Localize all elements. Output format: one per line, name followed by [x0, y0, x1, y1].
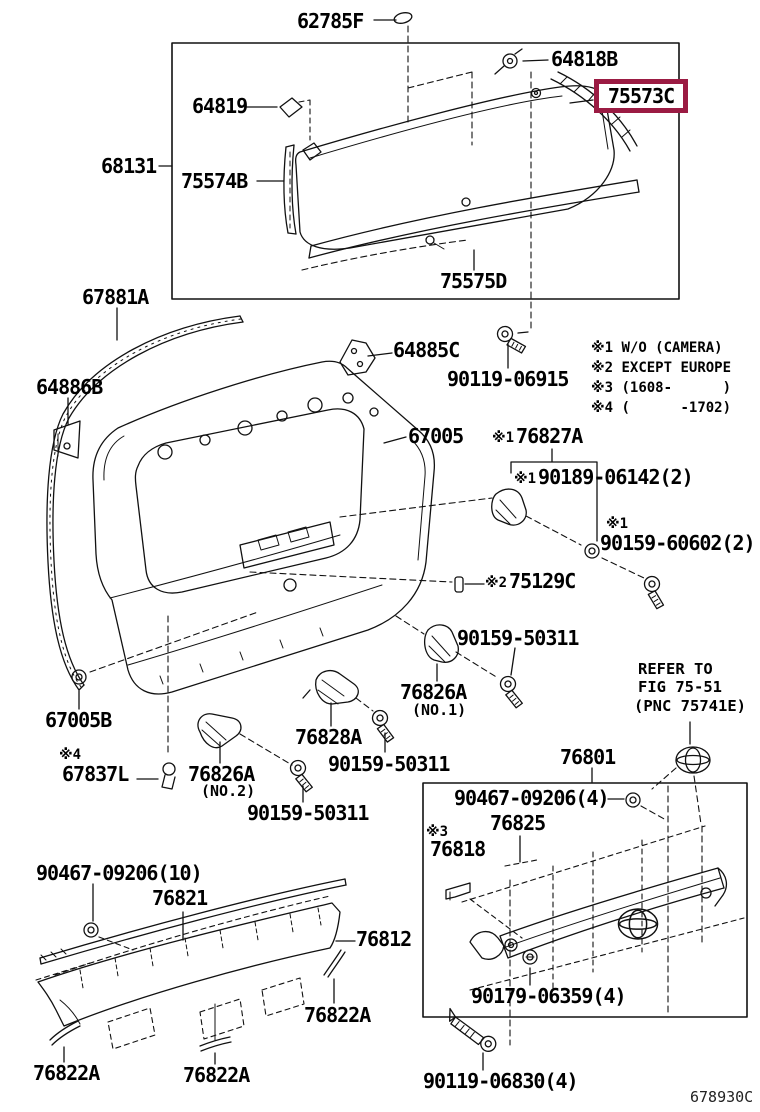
- part-label-90159-60602[interactable]: 90159-60602(2): [600, 531, 756, 555]
- part-label-76822a-left[interactable]: 76822A: [33, 1061, 100, 1085]
- part-label-90179-06359[interactable]: 90179-06359(4): [471, 984, 627, 1008]
- part-label-76828a[interactable]: 76828A: [295, 725, 362, 749]
- bolt-90159-50311-icon: [492, 673, 532, 710]
- window-assembly-box-art: [158, 12, 680, 369]
- left-lower-parts-art: [71, 611, 404, 803]
- part-sublabel-no1: (NO.1): [412, 701, 467, 719]
- hinge-76827a-art: [339, 448, 675, 612]
- strip-76822a-left-icon: [49, 1020, 81, 1046]
- part-label-90119-06830[interactable]: 90119-06830(4): [423, 1069, 579, 1093]
- part-label-90119-06915[interactable]: 90119-06915: [447, 367, 569, 391]
- hinge-64885c-icon: [339, 339, 376, 376]
- stopper-76826a-no1-icon: [423, 624, 459, 663]
- stopper-no1-art: [395, 615, 532, 710]
- part-label-67005[interactable]: 67005: [408, 424, 464, 448]
- part-label-68131[interactable]: 68131: [101, 154, 157, 178]
- part-label-90159-50311-a[interactable]: 90159-50311: [457, 626, 579, 650]
- nut-90189-06142-icon: [584, 543, 600, 559]
- part-label-76812[interactable]: 76812: [356, 927, 412, 951]
- part-label-90159-50311-c[interactable]: 90159-50311: [247, 801, 369, 825]
- back-door-panel-art: [53, 339, 436, 695]
- part-label-64819[interactable]: 64819: [192, 94, 248, 118]
- part-label-75575d[interactable]: 75575D: [440, 269, 507, 293]
- part-label-90159-50311-b[interactable]: 90159-50311: [328, 752, 450, 776]
- clip-90467-09206-icon: [625, 792, 641, 808]
- strip-76822a-mid-icon: [199, 1036, 232, 1052]
- stopper-76826a-no2-icon: [197, 713, 242, 749]
- part-label-76826a-no2[interactable]: 76826A: [188, 762, 255, 786]
- legend-note-4: ※4 ( -1702): [591, 400, 732, 416]
- part-label-64885c[interactable]: 64885C: [393, 338, 460, 362]
- legend-notes: ※1 W/O (CAMERA) ※2 EXCEPT EUROPE ※3 (160…: [591, 338, 731, 418]
- part-label-76822a-right[interactable]: 76822A: [304, 1003, 371, 1027]
- part-label-62785f[interactable]: 62785F: [297, 9, 364, 33]
- part-label-67837l[interactable]: 67837L: [62, 762, 129, 786]
- refer-note-line3: (PNC 75741E): [634, 697, 746, 715]
- clip-75129c-art: [249, 571, 485, 593]
- clip-64819-icon: [279, 97, 303, 118]
- clip-75129c-icon: [454, 576, 464, 593]
- weatherstrip-art: [46, 307, 244, 691]
- legend-note-1: ※1 W/O (CAMERA): [591, 340, 723, 356]
- note-marker-4: ※4: [59, 747, 82, 763]
- clip-64818b-icon: [502, 53, 518, 69]
- stopper-76828a-icon: [315, 669, 359, 705]
- part-label-67005b[interactable]: 67005B: [45, 708, 112, 732]
- legend-note-2: ※2 EXCEPT EUROPE: [591, 360, 732, 376]
- garnish-box-art: [422, 767, 748, 1071]
- refer-emblem-art: [651, 721, 711, 825]
- part-label-90467-09206-10[interactable]: 90467-09206(10): [36, 861, 203, 885]
- part-64886b-icon: [53, 420, 81, 459]
- refer-note-line2: FIG 75-51: [638, 678, 722, 696]
- bumper-plate-art: [35, 878, 356, 1065]
- note-marker-3: ※3: [426, 824, 449, 840]
- highlighted-part-box[interactable]: 75573C: [594, 79, 688, 113]
- part-label-90467-09206-4[interactable]: 90467-09206(4): [454, 786, 610, 810]
- part-label-64818b[interactable]: 64818B: [551, 47, 618, 71]
- part-label-76818[interactable]: 76818: [430, 837, 486, 861]
- screw-90119-06830-icon: [439, 1007, 503, 1055]
- strip-76822a-right-icon: [323, 949, 346, 978]
- part-label-75573c: 75573C: [607, 84, 675, 108]
- clip-62785f-icon: [393, 12, 413, 24]
- clip-67837l-icon: [162, 762, 176, 776]
- part-label-75574b[interactable]: 75574B: [181, 169, 248, 193]
- part-label-76822a-mid[interactable]: 76822A: [183, 1063, 250, 1087]
- clip-90467-09206-10-icon: [83, 922, 99, 938]
- bolt-90159-60602-icon: [635, 572, 675, 612]
- part-sublabel-no2: (NO.2): [201, 782, 256, 800]
- bolt-90119-06915-icon: [494, 324, 529, 355]
- figure-code: 678930C: [690, 1088, 754, 1106]
- part-label-76826a-no1[interactable]: 76826A: [400, 680, 467, 704]
- part-label-76825[interactable]: 76825: [490, 811, 546, 835]
- part-label-76801[interactable]: 76801: [560, 745, 616, 769]
- legend-note-3: ※3 (1608- ): [591, 380, 732, 396]
- part-label-76821[interactable]: 76821: [152, 886, 208, 910]
- part-label-64886b[interactable]: 64886B: [36, 375, 103, 399]
- part-label-67881a[interactable]: 67881A: [82, 285, 149, 309]
- note-marker-1: ※1: [606, 516, 629, 532]
- refer-note-line1: REFER TO: [638, 660, 713, 678]
- clip-76818-icon: [445, 882, 471, 900]
- emblem-75741e-icon: [675, 746, 711, 774]
